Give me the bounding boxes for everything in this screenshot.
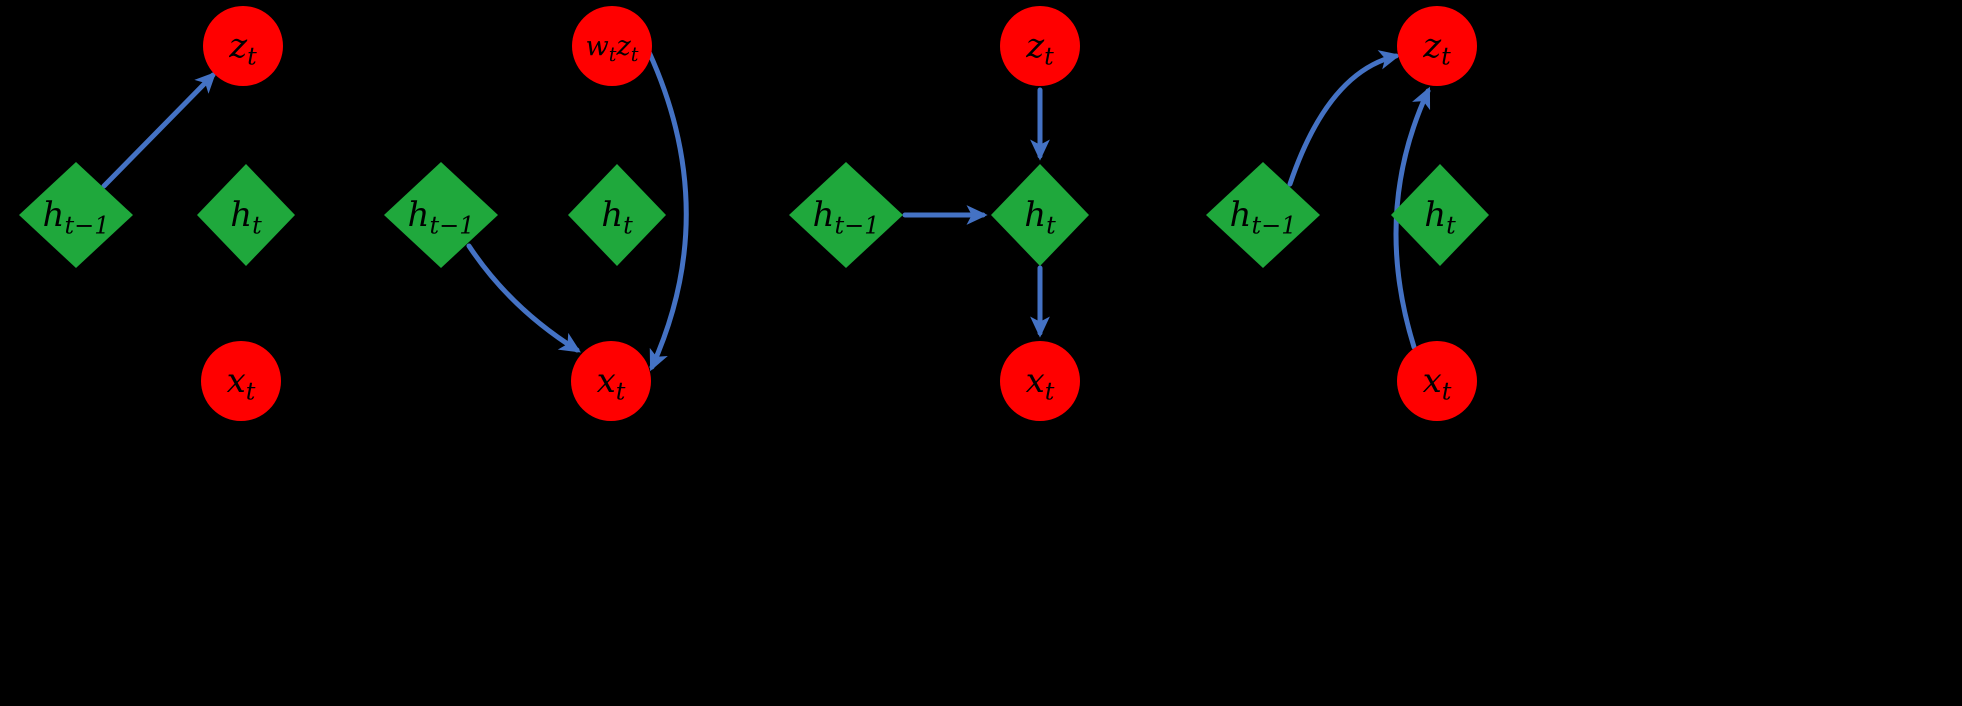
node-label-b-x_t: xt — [597, 361, 626, 406]
node-b-h_t-diamond — [568, 164, 666, 266]
arrow-b-wz-to-x — [646, 49, 689, 372]
node-a-z_t-circle — [203, 6, 283, 86]
node-d-h_t-diamond — [1391, 164, 1489, 266]
node-label-a-z_t: zt — [228, 26, 257, 71]
node-label-c-h_t_prev: ht−1 — [813, 195, 880, 240]
node-c-h_t_prev-diamond — [789, 162, 903, 268]
panel-c: zt ht−1 ht xt — [789, 6, 1089, 421]
node-label-a-x_t: xt — [227, 361, 256, 406]
node-b-wz_t-circle — [572, 6, 652, 86]
panel-b: wtzt ht−1 ht xt — [384, 6, 689, 421]
panel-a: zt ht−1 ht xt — [19, 6, 295, 421]
node-label-d-h_t: ht — [1424, 195, 1456, 240]
node-label-d-x_t: xt — [1423, 361, 1452, 406]
node-c-h_t-diamond — [991, 164, 1089, 266]
node-label-c-x_t: xt — [1026, 361, 1055, 406]
node-d-x_t-circle — [1397, 341, 1477, 421]
node-a-x_t-circle — [201, 341, 281, 421]
node-a-h_t-diamond — [197, 164, 295, 266]
node-label-a-h_t: ht — [230, 195, 262, 240]
node-label-a-h_t_prev: ht−1 — [43, 195, 110, 240]
node-b-x_t-circle — [571, 341, 651, 421]
node-label-d-z_t: zt — [1422, 26, 1451, 71]
node-c-x_t-circle — [1000, 341, 1080, 421]
panel-d: zt ht−1 ht xt — [1206, 6, 1489, 421]
node-d-z_t-circle — [1397, 6, 1477, 86]
node-label-b-h_t: ht — [601, 195, 633, 240]
arrow-d-h-prev-to-z — [1287, 50, 1401, 187]
node-label-b-h_t_prev: ht−1 — [408, 195, 475, 240]
node-label-b-wz_t: wtzt — [585, 31, 638, 66]
node-a-h_t_prev-diamond — [19, 162, 133, 268]
arrow-b-h-prev-to-x — [466, 243, 581, 353]
node-label-c-h_t: ht — [1024, 195, 1056, 240]
node-c-z_t-circle — [1000, 6, 1080, 86]
node-label-c-z_t: zt — [1025, 26, 1054, 71]
arrow-a-h-prev-to-z — [101, 71, 217, 189]
node-b-h_t_prev-diamond — [384, 162, 498, 268]
node-label-d-h_t_prev: ht−1 — [1230, 195, 1297, 240]
node-d-h_t_prev-diamond — [1206, 162, 1320, 268]
